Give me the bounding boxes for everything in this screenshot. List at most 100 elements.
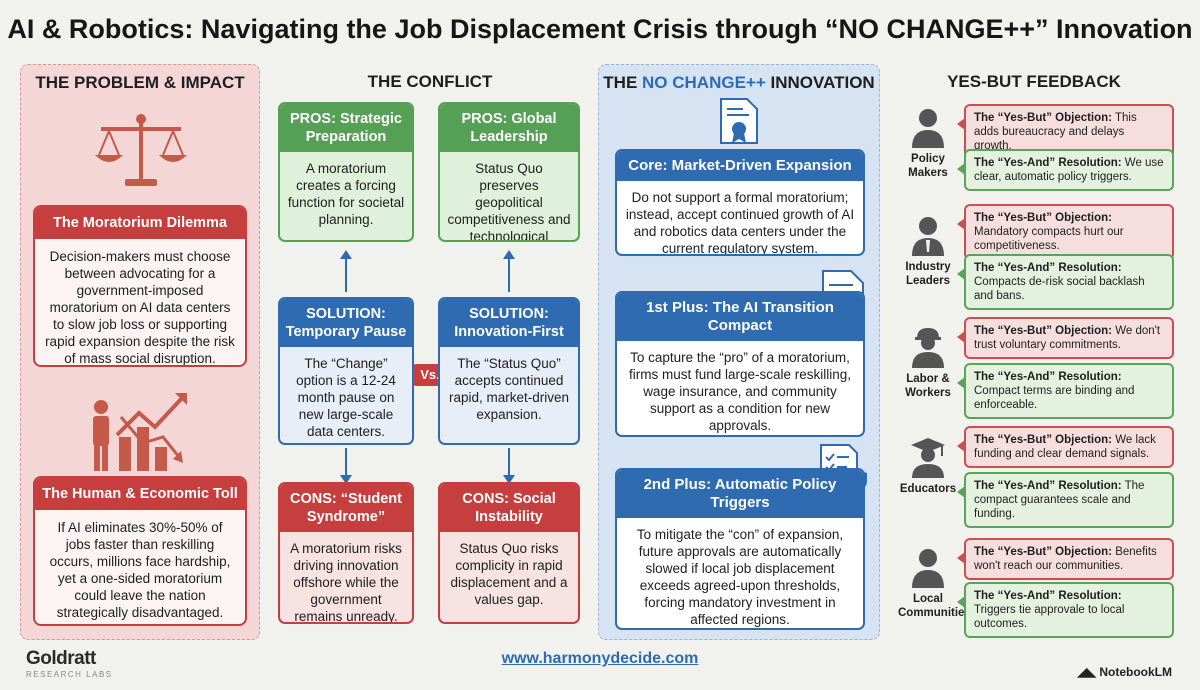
problem-heading: THE PROBLEM & IMPACT (35, 73, 245, 92)
sol-left-title: SOLUTION: Temporary Pause (280, 299, 412, 347)
stakeholder-label: Local Communities (898, 593, 971, 619)
sol-right-title: SOLUTION: Innovation-First (440, 299, 578, 347)
community-person-icon (912, 549, 944, 588)
cons-student-card: CONS: “Student Syndrome” A moratorium ri… (278, 482, 414, 624)
stakeholder-industry-leaders: Industry Leaders (898, 214, 958, 288)
resolution-text: Compact terms are binding and enforceabl… (974, 385, 1135, 411)
logo-sub: RESEARCH LABS (26, 670, 113, 679)
dilemma-text: Decision-makers must choose between advo… (45, 249, 235, 366)
conflict-heading: THE CONFLICT (367, 72, 493, 91)
cons-right-title: CONS: Social Instability (440, 484, 578, 532)
cons-left-title: CONS: “Student Syndrome” (280, 484, 412, 532)
logo-main: Goldratt (26, 648, 96, 669)
dilemma-title: The Moratorium Dilemma (35, 207, 245, 239)
innovation-heading-highlight: NO CHANGE++ (642, 73, 766, 92)
graduate-icon (911, 438, 945, 478)
notebooklm-label: NotebookLM (1099, 665, 1172, 679)
stakeholder-educators: Educators (898, 436, 958, 496)
innovation-heading-post: INNOVATION (765, 73, 875, 92)
yes-but-objection: The “Yes-But” Objection: Mandatory compa… (957, 204, 1174, 260)
yes-and-resolution: The “Yes-And” Resolution: We use clear, … (957, 149, 1174, 191)
pros-left-text: A moratorium creates a forcing function … (287, 161, 405, 227)
stakeholder-policy-makers: Policy Makers (898, 106, 958, 180)
core-expansion-card: Core: Market-Driven Expansion Do not sup… (615, 149, 865, 256)
objection-label: The “Yes-But” Objection: (974, 546, 1113, 558)
moratorium-dilemma-card: The Moratorium Dilemma Decision-makers m… (33, 205, 247, 367)
yes-and-resolution: The “Yes-And” Resolution: Compacts de-ri… (957, 254, 1174, 310)
objection-label: The “Yes-But” Objection: (974, 325, 1113, 337)
sol-left-text: The “Change” option is a 12-24 month pau… (296, 356, 396, 439)
conflict-column: THE CONFLICT PROS: Strategic Preparation… (270, 64, 590, 640)
innovation-column: THE NO CHANGE++ INNOVATION Core: Market-… (598, 64, 880, 640)
stakeholder-labor-workers: Labor & Workers (898, 326, 958, 400)
innovation-heading: THE NO CHANGE++ INNOVATION (599, 73, 879, 93)
certificate-icon (717, 97, 763, 150)
job-loss-chart-icon (83, 387, 193, 480)
yes-and-resolution: The “Yes-And” Resolution: Triggers tie a… (957, 582, 1174, 638)
notebooklm-icon: ◢◣ (1077, 665, 1100, 679)
resolution-label: The “Yes-And” Resolution: (974, 262, 1122, 274)
plus1-title: 1st Plus: The AI Transition Compact (617, 293, 863, 341)
objection-label: The “Yes-But” Objection: (974, 112, 1113, 124)
resolution-label: The “Yes-And” Resolution: (974, 480, 1122, 492)
resolution-label: The “Yes-And” Resolution: (974, 371, 1122, 383)
plus2-text: To mitigate the “con” of expansion, futu… (636, 527, 844, 627)
plus2-title: 2nd Plus: Automatic Policy Triggers (617, 470, 863, 518)
objection-text: We lack funding and clear demand signals… (974, 434, 1156, 460)
toll-title: The Human & Economic Toll (35, 478, 245, 510)
resolution-label: The “Yes-And” Resolution: (974, 157, 1122, 169)
businessperson-icon (912, 217, 944, 256)
stakeholder-label: Labor & Workers (905, 373, 951, 399)
arrow-up-left (340, 250, 352, 292)
problem-column: THE PROBLEM & IMPACT The Moratorium Dile… (20, 64, 260, 640)
notebooklm-badge: ◢◣ NotebookLM (1078, 665, 1172, 679)
cons-social-card: CONS: Social Instability Status Quo risk… (438, 482, 580, 624)
pros-right-title: PROS: Global Leadership (440, 104, 578, 152)
resolution-label: The “Yes-And” Resolution: (974, 590, 1122, 602)
goldratt-logo: Goldratt RESEARCH LABS (26, 648, 113, 679)
stakeholder-label: Policy Makers (908, 153, 948, 179)
stakeholder-local-communities: Local Communities (898, 546, 971, 620)
sol-right-text: The “Status Quo” accepts continued rapid… (448, 356, 570, 422)
arrow-down-left (340, 448, 352, 484)
feedback-heading: YES-BUT FEEDBACK (947, 72, 1121, 91)
objection-text: Benefits won't reach our communities. (974, 546, 1157, 572)
cons-left-text: A moratorium risks driving innovation of… (290, 541, 402, 624)
scales-icon (93, 113, 189, 196)
resolution-text: Compacts de-risk social backlash and ban… (974, 276, 1145, 302)
objection-label: The “Yes-But” Objection: (974, 212, 1113, 224)
transition-compact-card: 1st Plus: The AI Transition Compact To c… (615, 291, 865, 437)
pros-left-title: PROS: Strategic Preparation (280, 104, 412, 152)
pros-strategic-card: PROS: Strategic Preparation A moratorium… (278, 102, 414, 242)
page-title: AI & Robotics: Navigating the Job Displa… (7, 14, 1193, 44)
policy-triggers-card: 2nd Plus: Automatic Policy Triggers To m… (615, 468, 865, 630)
feedback-column: YES-BUT FEEDBACK Policy Makers The “Yes-… (888, 64, 1180, 640)
core-text: Do not support a formal moratorium; inst… (625, 190, 855, 256)
pros-right-text: Status Quo preserves geopolitical compet… (447, 161, 571, 242)
solution-pause-card: SOLUTION: Temporary Pause The “Change” o… (278, 297, 414, 445)
resolution-text: The compact guarantees scale and funding… (974, 480, 1145, 520)
toll-text: If AI eliminates 30%-50% of jobs faster … (49, 520, 231, 620)
solution-innovation-card: SOLUTION: Innovation-First The “Status Q… (438, 297, 580, 445)
stakeholder-label: Industry Leaders (905, 261, 951, 287)
resolution-text: We use clear, automatic policy triggers. (974, 157, 1164, 183)
arrow-up-right (503, 250, 515, 292)
yes-and-resolution: The “Yes-And” Resolution: The compact gu… (957, 472, 1174, 528)
yes-but-objection: The “Yes-But” Objection: Benefits won't … (957, 538, 1174, 580)
yes-but-objection: The “Yes-But” Objection: We lack funding… (957, 426, 1174, 468)
arrow-down-right (503, 448, 515, 484)
human-economic-toll-card: The Human & Economic Toll If AI eliminat… (33, 476, 247, 626)
worker-icon (912, 328, 944, 368)
core-title: Core: Market-Driven Expansion (617, 151, 863, 181)
objection-text: We don't trust voluntary commitments. (974, 325, 1161, 351)
yes-and-resolution: The “Yes-And” Resolution: Compact terms … (957, 363, 1174, 419)
resolution-text: Triggers tie approvale to local outcomes… (974, 604, 1125, 630)
website-link[interactable]: www.harmonydecide.com (501, 650, 699, 667)
person-icon (912, 109, 944, 148)
innovation-heading-pre: THE (603, 73, 643, 92)
stakeholder-label: Educators (899, 483, 957, 495)
pros-global-card: PROS: Global Leadership Status Quo prese… (438, 102, 580, 242)
yes-but-objection: The “Yes-But” Objection: We don't trust … (957, 317, 1174, 359)
objection-text: Mandatory compacts hurt our competitiven… (974, 226, 1124, 252)
cons-right-text: Status Quo risks complicity in rapid dis… (450, 541, 568, 607)
